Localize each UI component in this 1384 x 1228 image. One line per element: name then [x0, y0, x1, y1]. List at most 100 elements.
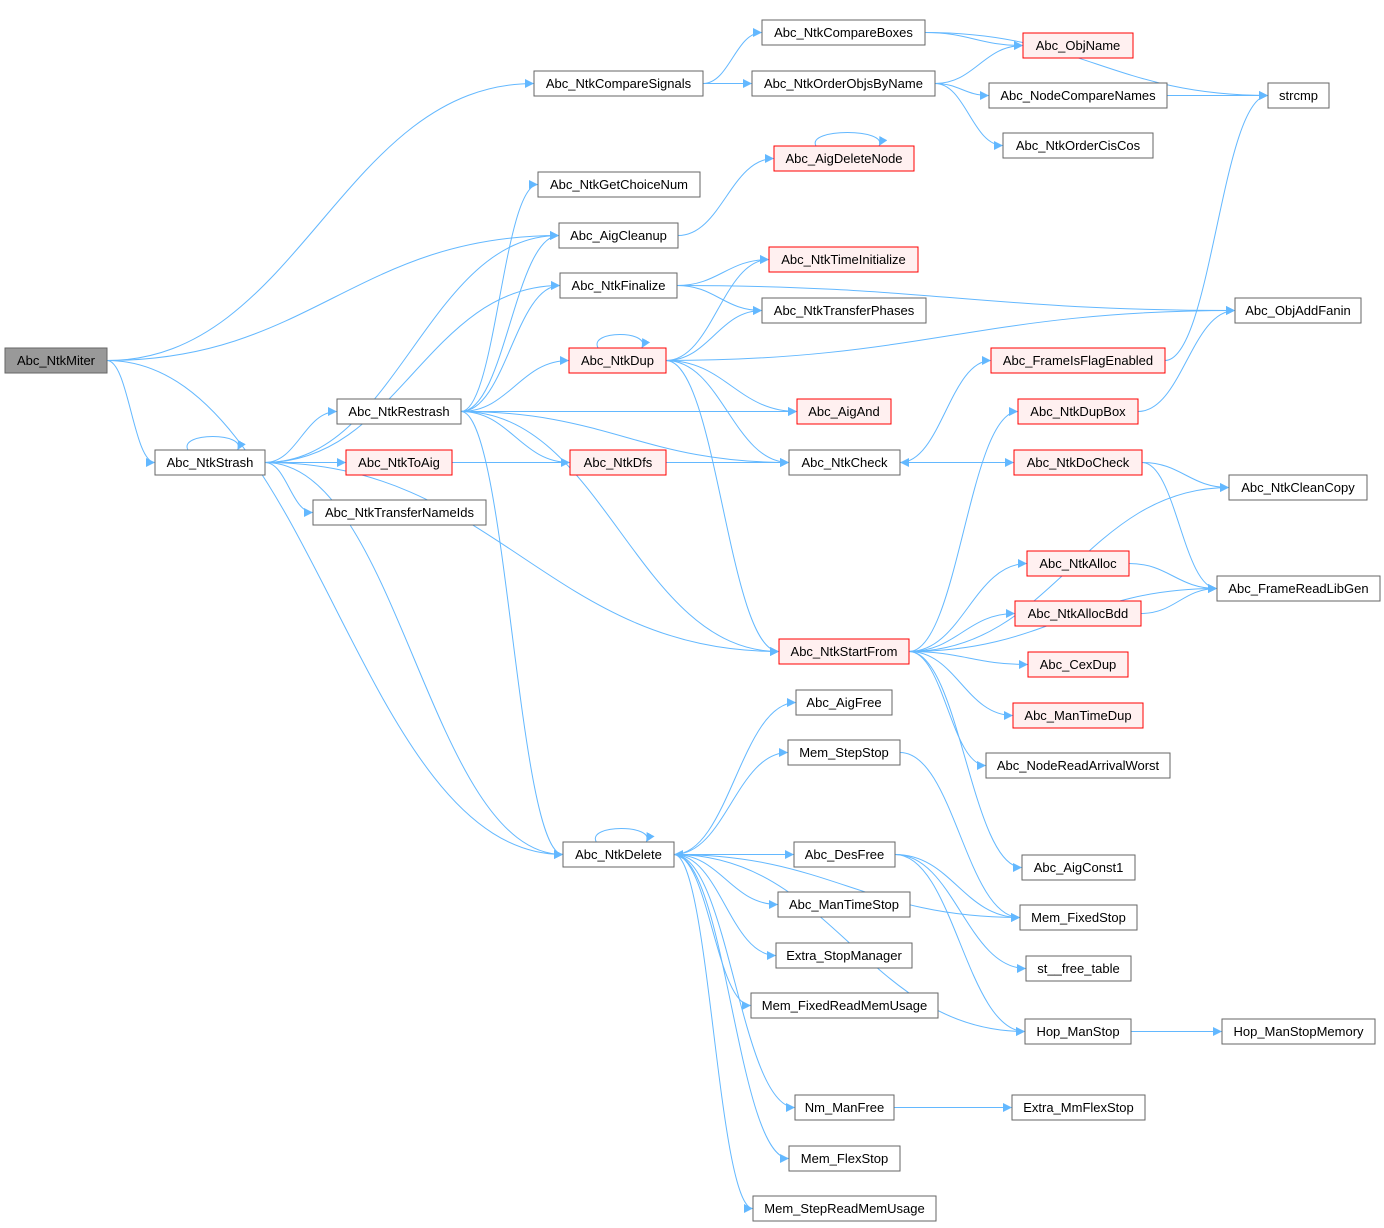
node-Abc_ObjName[interactable]: Abc_ObjName [1022, 32, 1134, 59]
node-Abc_NodeCompareNames[interactable]: Abc_NodeCompareNames [988, 82, 1168, 109]
node-box[interactable] [568, 347, 667, 374]
node-Abc_NtkDupBox[interactable]: Abc_NtkDupBox [1017, 398, 1139, 425]
node-box[interactable] [1022, 32, 1134, 59]
node-st__free_table[interactable]: st__free_table [1025, 955, 1132, 982]
node-box[interactable] [1011, 1094, 1146, 1121]
node-box[interactable] [1026, 550, 1130, 577]
node-box[interactable] [752, 1195, 937, 1222]
node-Abc_NtkTimeInitialize[interactable]: Abc_NtkTimeInitialize [768, 246, 919, 273]
node-box[interactable] [1027, 651, 1129, 678]
node-Abc_NtkCheck[interactable]: Abc_NtkCheck [788, 449, 901, 476]
node-Abc_NtkMiter[interactable]: Abc_NtkMiter [4, 347, 108, 374]
node-Abc_NtkDfs[interactable]: Abc_NtkDfs [569, 449, 667, 476]
node-Hop_ManStopMemory[interactable]: Hop_ManStopMemory [1221, 1018, 1376, 1045]
node-Abc_NtkTransferNameIds[interactable]: Abc_NtkTransferNameIds [312, 499, 487, 526]
node-box[interactable] [558, 222, 679, 249]
node-box[interactable] [788, 1145, 901, 1172]
node-Abc_FrameIsFlagEnabled[interactable]: Abc_FrameIsFlagEnabled [990, 347, 1166, 374]
node-box[interactable] [1017, 398, 1139, 425]
node-box[interactable] [787, 739, 901, 766]
node-box[interactable] [990, 347, 1166, 374]
node-Mem_StepStop[interactable]: Mem_StepStop [787, 739, 901, 766]
node-box[interactable] [778, 638, 910, 665]
node-box[interactable] [795, 689, 893, 716]
node-box[interactable] [796, 398, 892, 425]
node-box[interactable] [1234, 297, 1362, 324]
node-Abc_ManTimeStop[interactable]: Abc_ManTimeStop [777, 891, 911, 918]
node-Mem_FixedStop[interactable]: Mem_FixedStop [1019, 904, 1138, 931]
node-Abc_AigFree[interactable]: Abc_AigFree [795, 689, 893, 716]
node-box[interactable] [788, 449, 901, 476]
node-strcmp[interactable]: strcmp [1267, 82, 1330, 109]
node-box[interactable] [537, 171, 701, 198]
node-box[interactable] [1013, 449, 1143, 476]
node-box[interactable] [562, 841, 675, 868]
node-Abc_NtkCleanCopy[interactable]: Abc_NtkCleanCopy [1228, 474, 1368, 501]
node-Abc_NtkOrderObjsByName[interactable]: Abc_NtkOrderObjsByName [751, 70, 936, 97]
node-Nm_ManFree[interactable]: Nm_ManFree [794, 1094, 895, 1121]
node-box[interactable] [793, 841, 896, 868]
node-box[interactable] [1021, 854, 1136, 881]
node-box[interactable] [1002, 132, 1154, 159]
node-Abc_NtkRestrash[interactable]: Abc_NtkRestrash [336, 398, 462, 425]
node-Mem_FixedReadMemUsage[interactable]: Mem_FixedReadMemUsage [750, 992, 939, 1019]
node-box[interactable] [533, 70, 704, 97]
node-box[interactable] [777, 891, 911, 918]
node-box[interactable] [985, 752, 1171, 779]
node-Extra_MmFlexStop[interactable]: Extra_MmFlexStop [1011, 1094, 1146, 1121]
node-Abc_AigDeleteNode[interactable]: Abc_AigDeleteNode [773, 145, 915, 172]
node-box[interactable] [154, 449, 266, 476]
node-box[interactable] [1019, 904, 1138, 931]
node-Abc_NodeReadArrivalWorst[interactable]: Abc_NodeReadArrivalWorst [985, 752, 1171, 779]
node-Abc_NtkStartFrom[interactable]: Abc_NtkStartFrom [778, 638, 910, 665]
node-Extra_StopManager[interactable]: Extra_StopManager [775, 942, 913, 969]
node-Abc_NtkFinalize[interactable]: Abc_NtkFinalize [559, 272, 678, 299]
node-box[interactable] [761, 297, 927, 324]
node-box[interactable] [761, 19, 926, 46]
node-Abc_AigConst1[interactable]: Abc_AigConst1 [1021, 854, 1136, 881]
node-box[interactable] [1216, 575, 1381, 602]
node-Abc_NtkToAig[interactable]: Abc_NtkToAig [345, 449, 453, 476]
node-box[interactable] [988, 82, 1168, 109]
node-Abc_NtkTransferPhases[interactable]: Abc_NtkTransferPhases [761, 297, 927, 324]
node-box[interactable] [1024, 1018, 1132, 1045]
node-Abc_CexDup[interactable]: Abc_CexDup [1027, 651, 1129, 678]
node-Mem_FlexStop[interactable]: Mem_FlexStop [788, 1145, 901, 1172]
node-box[interactable] [312, 499, 487, 526]
node-box[interactable] [768, 246, 919, 273]
node-box[interactable] [750, 992, 939, 1019]
node-box[interactable] [345, 449, 453, 476]
node-Abc_NtkDup[interactable]: Abc_NtkDup [568, 347, 667, 374]
node-Abc_NtkGetChoiceNum[interactable]: Abc_NtkGetChoiceNum [537, 171, 701, 198]
node-box[interactable] [1221, 1018, 1376, 1045]
node-box[interactable] [559, 272, 678, 299]
node-box[interactable] [336, 398, 462, 425]
node-box[interactable] [794, 1094, 895, 1121]
node-Hop_ManStop[interactable]: Hop_ManStop [1024, 1018, 1132, 1045]
node-box[interactable] [1267, 82, 1330, 109]
node-box[interactable] [775, 942, 913, 969]
node-Abc_NtkStrash[interactable]: Abc_NtkStrash [154, 449, 266, 476]
node-Abc_FrameReadLibGen[interactable]: Abc_FrameReadLibGen [1216, 575, 1381, 602]
node-Abc_NtkDelete[interactable]: Abc_NtkDelete [562, 841, 675, 868]
node-Abc_NtkCompareSignals[interactable]: Abc_NtkCompareSignals [533, 70, 704, 97]
node-Abc_NtkAlloc[interactable]: Abc_NtkAlloc [1026, 550, 1130, 577]
node-box[interactable] [1025, 955, 1132, 982]
node-Mem_StepReadMemUsage[interactable]: Mem_StepReadMemUsage [752, 1195, 937, 1222]
node-Abc_ManTimeDup[interactable]: Abc_ManTimeDup [1012, 702, 1144, 729]
node-Abc_AigAnd[interactable]: Abc_AigAnd [796, 398, 892, 425]
node-Abc_ObjAddFanin[interactable]: Abc_ObjAddFanin [1234, 297, 1362, 324]
node-Abc_NtkOrderCisCos[interactable]: Abc_NtkOrderCisCos [1002, 132, 1154, 159]
node-Abc_NtkCompareBoxes[interactable]: Abc_NtkCompareBoxes [761, 19, 926, 46]
node-box[interactable] [1014, 600, 1142, 627]
node-Abc_DesFree[interactable]: Abc_DesFree [793, 841, 896, 868]
node-box[interactable] [751, 70, 936, 97]
node-box[interactable] [773, 145, 915, 172]
node-box[interactable] [1012, 702, 1144, 729]
node-box[interactable] [1228, 474, 1368, 501]
node-box[interactable] [569, 449, 667, 476]
node-Abc_AigCleanup[interactable]: Abc_AigCleanup [558, 222, 679, 249]
node-Abc_NtkAllocBdd[interactable]: Abc_NtkAllocBdd [1014, 600, 1142, 627]
node-Abc_NtkDoCheck[interactable]: Abc_NtkDoCheck [1013, 449, 1143, 476]
node-box[interactable] [4, 347, 108, 374]
